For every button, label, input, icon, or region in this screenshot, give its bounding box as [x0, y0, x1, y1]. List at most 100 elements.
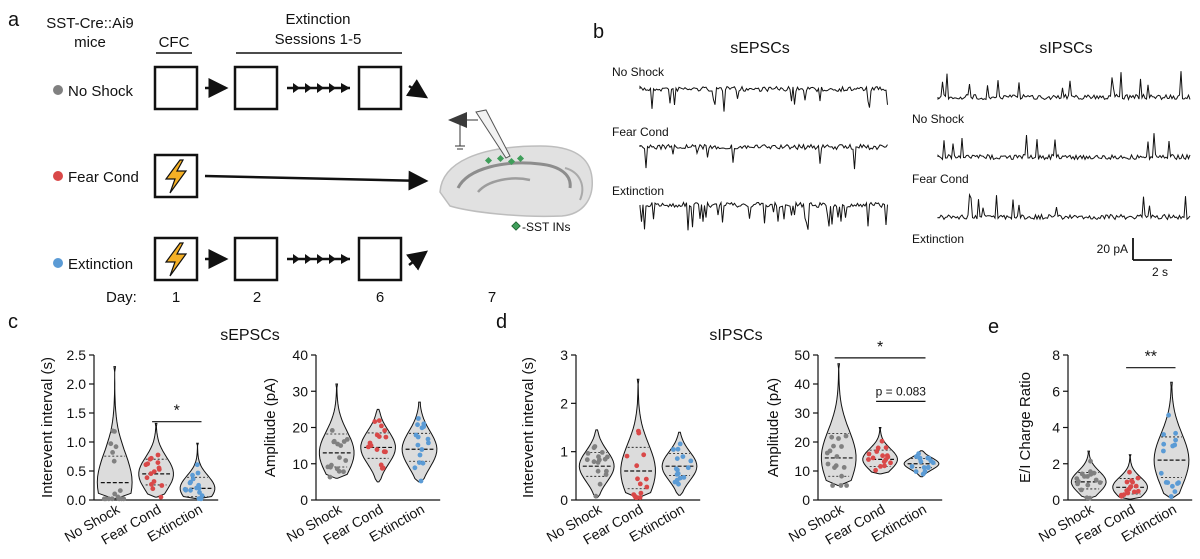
- data-point: [417, 452, 423, 458]
- data-point: [637, 481, 643, 487]
- data-point: [374, 447, 380, 452]
- data-point: [874, 449, 880, 454]
- data-point: [382, 428, 388, 433]
- data-point: [334, 466, 340, 472]
- data-point: [1124, 479, 1130, 485]
- data-point: [1158, 470, 1164, 476]
- y-tick-label: 50: [794, 347, 810, 363]
- data-point: [376, 418, 382, 423]
- data-point: [194, 462, 200, 468]
- data-point: [866, 457, 871, 462]
- data-point: [930, 460, 936, 466]
- data-point: [1093, 477, 1099, 483]
- data-point: [675, 446, 681, 452]
- data-point: [824, 450, 830, 456]
- data-point: [643, 476, 649, 482]
- data-point: [337, 455, 342, 460]
- data-point: [117, 488, 123, 493]
- y-tick-label: 2.0: [67, 376, 87, 392]
- day-2: 2: [253, 289, 261, 306]
- panel-c-title: sEPSCs: [220, 327, 280, 344]
- data-point: [596, 454, 601, 460]
- context-box-icon: [357, 236, 403, 282]
- data-point: [909, 464, 915, 469]
- current-trace: [639, 85, 888, 112]
- data-point: [641, 452, 647, 458]
- violin-extinction: [401, 401, 438, 483]
- data-point: [197, 490, 202, 495]
- sipsc-label-no-shock: No Shock: [912, 112, 965, 126]
- data-point: [1173, 430, 1178, 436]
- data-point: [190, 476, 196, 482]
- data-point: [677, 441, 683, 447]
- data-point: [110, 450, 115, 455]
- data-point: [882, 463, 887, 469]
- data-point: [1085, 482, 1091, 488]
- current-traces: [639, 71, 1191, 231]
- data-point: [624, 453, 630, 459]
- data-point: [1127, 469, 1132, 475]
- data-point: [838, 483, 844, 488]
- fear-cond-dot: [53, 171, 63, 181]
- y-tick-label: 30: [794, 405, 810, 421]
- data-point: [379, 423, 384, 429]
- data-point: [1097, 480, 1103, 485]
- data-point: [101, 496, 107, 502]
- data-point: [188, 479, 194, 485]
- y-axis-label: Interevent interval (s): [39, 357, 56, 498]
- violin-extinction: [1153, 381, 1190, 499]
- arrow-icon: [405, 79, 429, 99]
- data-point: [597, 481, 603, 487]
- data-point: [412, 465, 418, 471]
- data-point: [834, 454, 840, 459]
- y-tick-label: 1.0: [67, 434, 87, 450]
- data-point: [680, 454, 686, 459]
- data-point: [416, 416, 421, 421]
- data-point: [415, 442, 421, 448]
- day-6: 6: [376, 289, 384, 306]
- data-point: [674, 456, 680, 461]
- shock-box-icon: [153, 236, 199, 282]
- data-point: [419, 447, 425, 452]
- scale-bar-x-label: 2 s: [1152, 265, 1168, 279]
- data-point: [1135, 475, 1141, 481]
- data-point: [329, 428, 335, 433]
- y-tick-label: 1.5: [67, 405, 87, 421]
- data-point: [145, 461, 151, 467]
- y-tick-label: 10: [292, 456, 308, 472]
- data-point: [592, 444, 598, 449]
- violin-fear-cond: [360, 408, 396, 483]
- data-point: [866, 451, 872, 457]
- data-point: [1135, 488, 1141, 494]
- data-point: [112, 491, 118, 497]
- current-trace: [639, 200, 888, 231]
- sst-legend-label: -SST INs: [522, 220, 570, 234]
- data-point: [839, 473, 844, 479]
- significance-label: **: [1145, 349, 1157, 366]
- data-point: [584, 457, 590, 463]
- y-tick-label: 3: [560, 347, 568, 363]
- y-tick-label: 10: [794, 463, 810, 479]
- data-point: [836, 436, 841, 441]
- extinction-sessions-title: Extinction: [285, 11, 350, 28]
- data-point: [599, 450, 605, 455]
- data-point: [922, 469, 928, 474]
- data-point: [671, 447, 676, 452]
- data-point: [1161, 448, 1166, 454]
- sipsc-label-extinction: Extinction: [912, 232, 964, 246]
- data-point: [839, 444, 844, 449]
- y-tick-label: 20: [292, 420, 308, 436]
- sst-legend-icon: [511, 221, 521, 231]
- data-point: [681, 475, 687, 480]
- y-tick-label: 40: [292, 347, 308, 363]
- data-point: [685, 465, 691, 471]
- data-point: [888, 460, 893, 466]
- y-tick-label: 0: [1052, 492, 1060, 508]
- y-tick-label: 0: [560, 492, 568, 508]
- data-point: [1079, 487, 1084, 493]
- data-point: [144, 475, 150, 481]
- y-tick-label: 2.5: [67, 347, 87, 363]
